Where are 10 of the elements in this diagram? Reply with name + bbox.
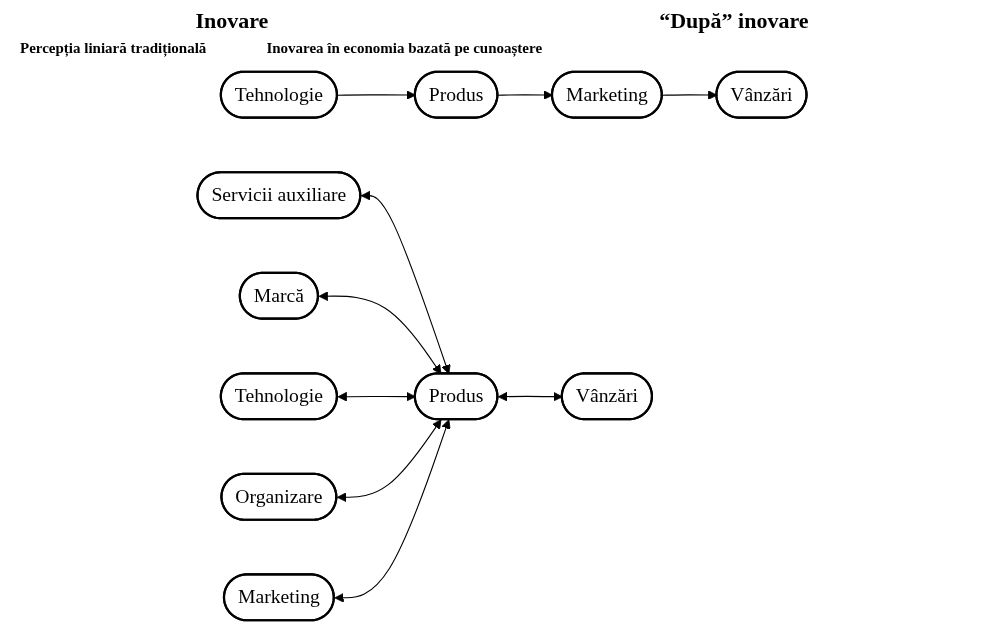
arrow [497, 391, 563, 402]
arrow [497, 90, 553, 100]
section-heading: Inovarea în economia bazată pe cunoaștere [266, 40, 543, 57]
arrow [336, 419, 442, 503]
arrow [336, 90, 416, 100]
column-heading: Inovare [195, 8, 269, 34]
column-heading: “După” inovare [659, 8, 809, 34]
arrow [334, 419, 451, 603]
section-heading: Percepția liniară tradițională [20, 40, 207, 57]
arrow [337, 391, 416, 402]
